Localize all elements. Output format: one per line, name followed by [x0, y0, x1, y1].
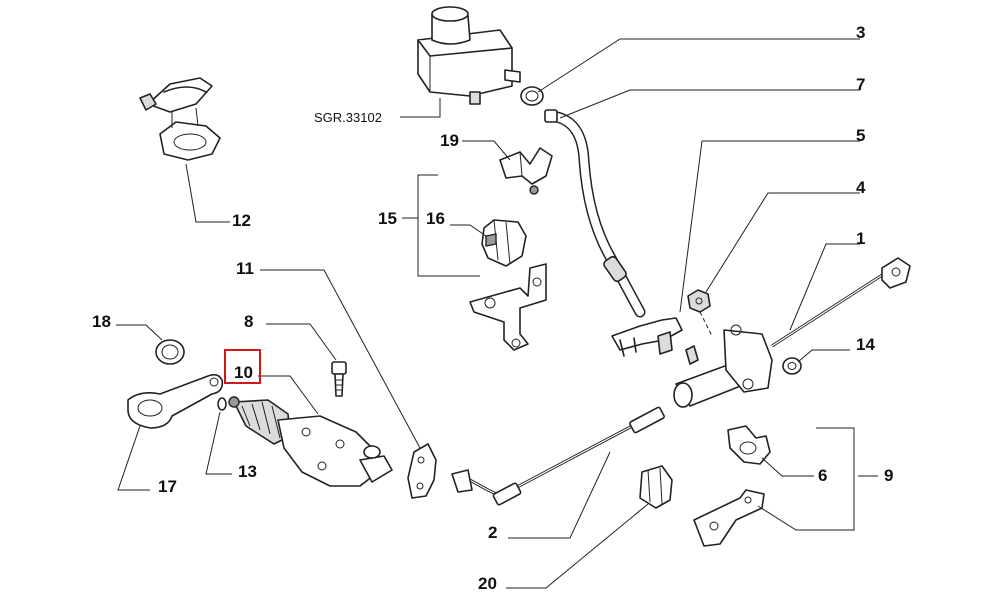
clip-part-20	[639, 465, 673, 509]
washer-part-14	[782, 357, 802, 375]
label-3: 3	[856, 23, 865, 42]
label-12: 12	[232, 211, 251, 230]
label-14: 14	[856, 335, 875, 354]
bracket-plate-part-9	[693, 489, 765, 547]
bushing-part-18	[155, 339, 185, 365]
label-10-highlight-box	[224, 349, 261, 384]
label-15: 15	[378, 209, 397, 228]
hose-connector-part-5	[611, 317, 683, 357]
label-2: 2	[488, 523, 497, 542]
label-7: 7	[856, 75, 865, 94]
fluid-reservoir	[417, 6, 521, 105]
bolt-part-8	[331, 361, 347, 397]
clip-bracket-part-12	[139, 77, 221, 161]
label-4: 4	[856, 178, 866, 197]
label-10: 10	[234, 363, 253, 382]
label-1: 1	[856, 229, 865, 248]
label-13: 13	[238, 462, 257, 481]
label-6: 6	[818, 466, 827, 485]
hose-clamp-part-3	[520, 86, 544, 106]
clip-part-6	[727, 425, 771, 465]
clip-part-16	[481, 219, 527, 267]
circlip-part-13	[217, 397, 227, 411]
supply-hose-part-7	[544, 109, 646, 318]
gasket-part-11	[407, 443, 437, 499]
label-18: 18	[92, 312, 111, 331]
reservoir-reference-code: SGR.33102	[314, 110, 382, 125]
master-cylinder-part-10	[228, 396, 393, 487]
label-17: 17	[158, 477, 177, 496]
clip-part-19	[499, 147, 553, 195]
label-20: 20	[478, 574, 497, 593]
leader-lines	[116, 38, 878, 589]
label-9: 9	[884, 466, 893, 485]
pedal-lever-part-17	[127, 373, 224, 429]
label-8: 8	[244, 312, 253, 331]
label-5: 5	[856, 126, 865, 145]
nut-part-4	[687, 289, 713, 337]
label-11: 11	[236, 259, 254, 278]
label-19: 19	[440, 131, 459, 150]
hydraulic-pipe-part-2	[451, 406, 665, 506]
label-16: 16	[426, 209, 445, 228]
bracket-part-15	[469, 263, 547, 351]
slave-cylinder-part-1	[673, 257, 911, 408]
